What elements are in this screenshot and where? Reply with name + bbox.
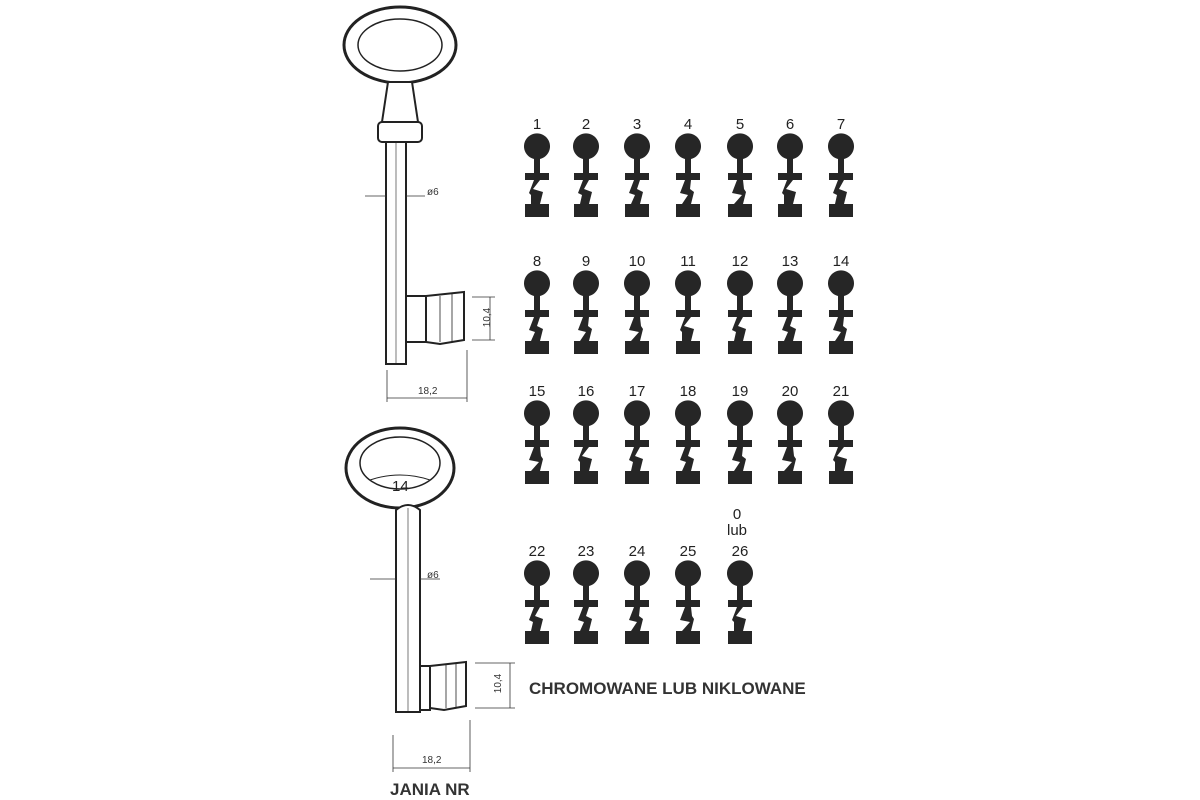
key-profile-16 xyxy=(573,400,600,484)
profile-number: 23 xyxy=(577,543,595,560)
profile-number: 2 xyxy=(581,116,591,133)
key-profile-8 xyxy=(524,270,550,354)
profile-number: 21 xyxy=(832,383,850,400)
profile-number: 15 xyxy=(528,383,546,400)
key-bottom-bow-number: 14 xyxy=(392,478,409,495)
profile-26-alt-label: 0 lub xyxy=(726,506,748,539)
profile-number: 6 xyxy=(785,116,795,133)
key-profile-5 xyxy=(727,133,754,217)
key-profile-6 xyxy=(777,133,804,217)
key-top-bit xyxy=(405,295,427,343)
key-bottom-bit-height-label: 10,4 xyxy=(493,673,505,694)
key-bottom-drawing xyxy=(344,426,467,713)
profile-number: 16 xyxy=(577,383,595,400)
key-top-drawing xyxy=(342,5,465,365)
key-profile-25 xyxy=(675,560,702,644)
key-profile-23 xyxy=(573,560,600,644)
profile-number: 1 xyxy=(532,116,542,133)
key-bottom-dimensions xyxy=(370,578,515,772)
profile-number: 5 xyxy=(735,116,745,133)
profile-number: 24 xyxy=(628,543,646,560)
key-profile-1 xyxy=(524,133,550,217)
key-profile-13 xyxy=(777,270,804,354)
key-profile-19 xyxy=(727,400,754,484)
profile-number: 14 xyxy=(832,253,850,270)
key-bottom-diameter-label: ø6 xyxy=(427,570,439,581)
key-profile-3 xyxy=(624,133,651,217)
key-profile-7 xyxy=(828,133,854,217)
profile-number: 10 xyxy=(628,253,646,270)
key-top-diameter-label: ø6 xyxy=(427,187,439,198)
key-profile-24 xyxy=(624,560,651,644)
profile-number: 22 xyxy=(528,543,546,560)
key-profile-21 xyxy=(828,400,855,484)
key-profile-11 xyxy=(675,270,702,354)
profile-number: 20 xyxy=(781,383,799,400)
profile-number: 25 xyxy=(679,543,697,560)
key-profile-9 xyxy=(573,270,600,354)
key-bottom-bit-length-label: 18,2 xyxy=(422,755,442,766)
profile-number: 17 xyxy=(628,383,646,400)
key-profiles xyxy=(524,133,855,644)
key-profile-2 xyxy=(573,133,600,217)
finish-text: CHROMOWANE LUB NIKLOWANE xyxy=(529,679,806,698)
key-top-bit-length-label: 18,2 xyxy=(418,386,438,397)
key-profile-15 xyxy=(524,400,550,484)
key-top-dimensions xyxy=(365,195,495,402)
profile-number: 3 xyxy=(632,116,642,133)
key-profile-10 xyxy=(624,270,651,354)
key-profile-4 xyxy=(675,133,702,217)
profile-number: 18 xyxy=(679,383,697,400)
key-profile-17 xyxy=(624,400,651,484)
profile-number: 12 xyxy=(731,253,749,270)
key-profile-20 xyxy=(777,400,804,484)
key-profile-12 xyxy=(727,270,754,354)
profile-number: 19 xyxy=(731,383,749,400)
profile-number: 8 xyxy=(532,253,542,270)
profile-number: 9 xyxy=(581,253,591,270)
key-profile-22 xyxy=(524,560,550,644)
profile-number: 26 xyxy=(731,543,749,560)
profile-number: 11 xyxy=(680,253,696,270)
key-profile-14 xyxy=(828,270,855,354)
key-profile-26 xyxy=(727,560,754,644)
key-bottom-bit xyxy=(419,665,431,711)
profile-number: 4 xyxy=(683,116,693,133)
key-profile-18 xyxy=(675,400,702,484)
profile-number: 13 xyxy=(781,253,799,270)
profile-number: 7 xyxy=(836,116,846,133)
caption: JANIA NR xyxy=(390,780,470,799)
key-top-bit-height-label: 10,4 xyxy=(482,307,494,328)
